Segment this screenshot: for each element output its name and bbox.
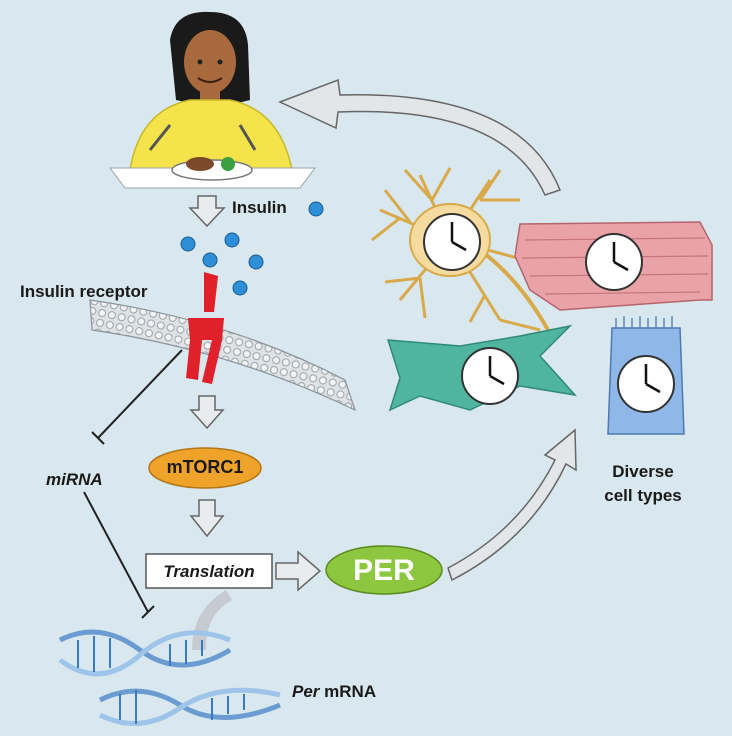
per-mrna-italic: Per [292,682,320,701]
insulin-receptor-label: Insulin receptor [20,282,148,301]
diverse-line-1: Diverse [612,462,674,481]
insulin-molecules [180,201,324,296]
per-node [325,545,443,595]
mirna-inhibition-lines [83,349,183,619]
person-eating-icon [109,11,316,189]
curved-arrow-per [447,428,577,582]
mtorc1-node [148,447,262,489]
insulin-label: Insulin [232,198,287,217]
mirna-label: miRNA [46,470,103,489]
clock-icon [617,355,675,413]
cell-membrane [89,299,357,412]
right-arrow [275,550,322,592]
diverse-line-2: cell types [604,486,682,505]
per-label: PER [353,554,415,587]
translation-box [145,553,273,589]
curved-arrow-feedback [278,78,561,196]
clock-icon [461,347,519,405]
per-mrna-rest: mRNA [319,682,377,701]
insulin-receptor-icon [186,272,224,384]
translation-label: Translation [163,562,255,581]
clock-icon [423,213,481,271]
per-mrna-label: Per mRNA [292,682,376,702]
down-arrow-2 [189,395,225,430]
dna-helix-icon [58,629,281,726]
diverse-cell-types-label: Diverse cell types [588,460,698,508]
clock-icon [585,233,643,291]
down-arrow-3 [189,499,225,538]
mtorc1-label: mTORC1 [166,457,244,477]
down-arrow-1 [188,195,226,228]
